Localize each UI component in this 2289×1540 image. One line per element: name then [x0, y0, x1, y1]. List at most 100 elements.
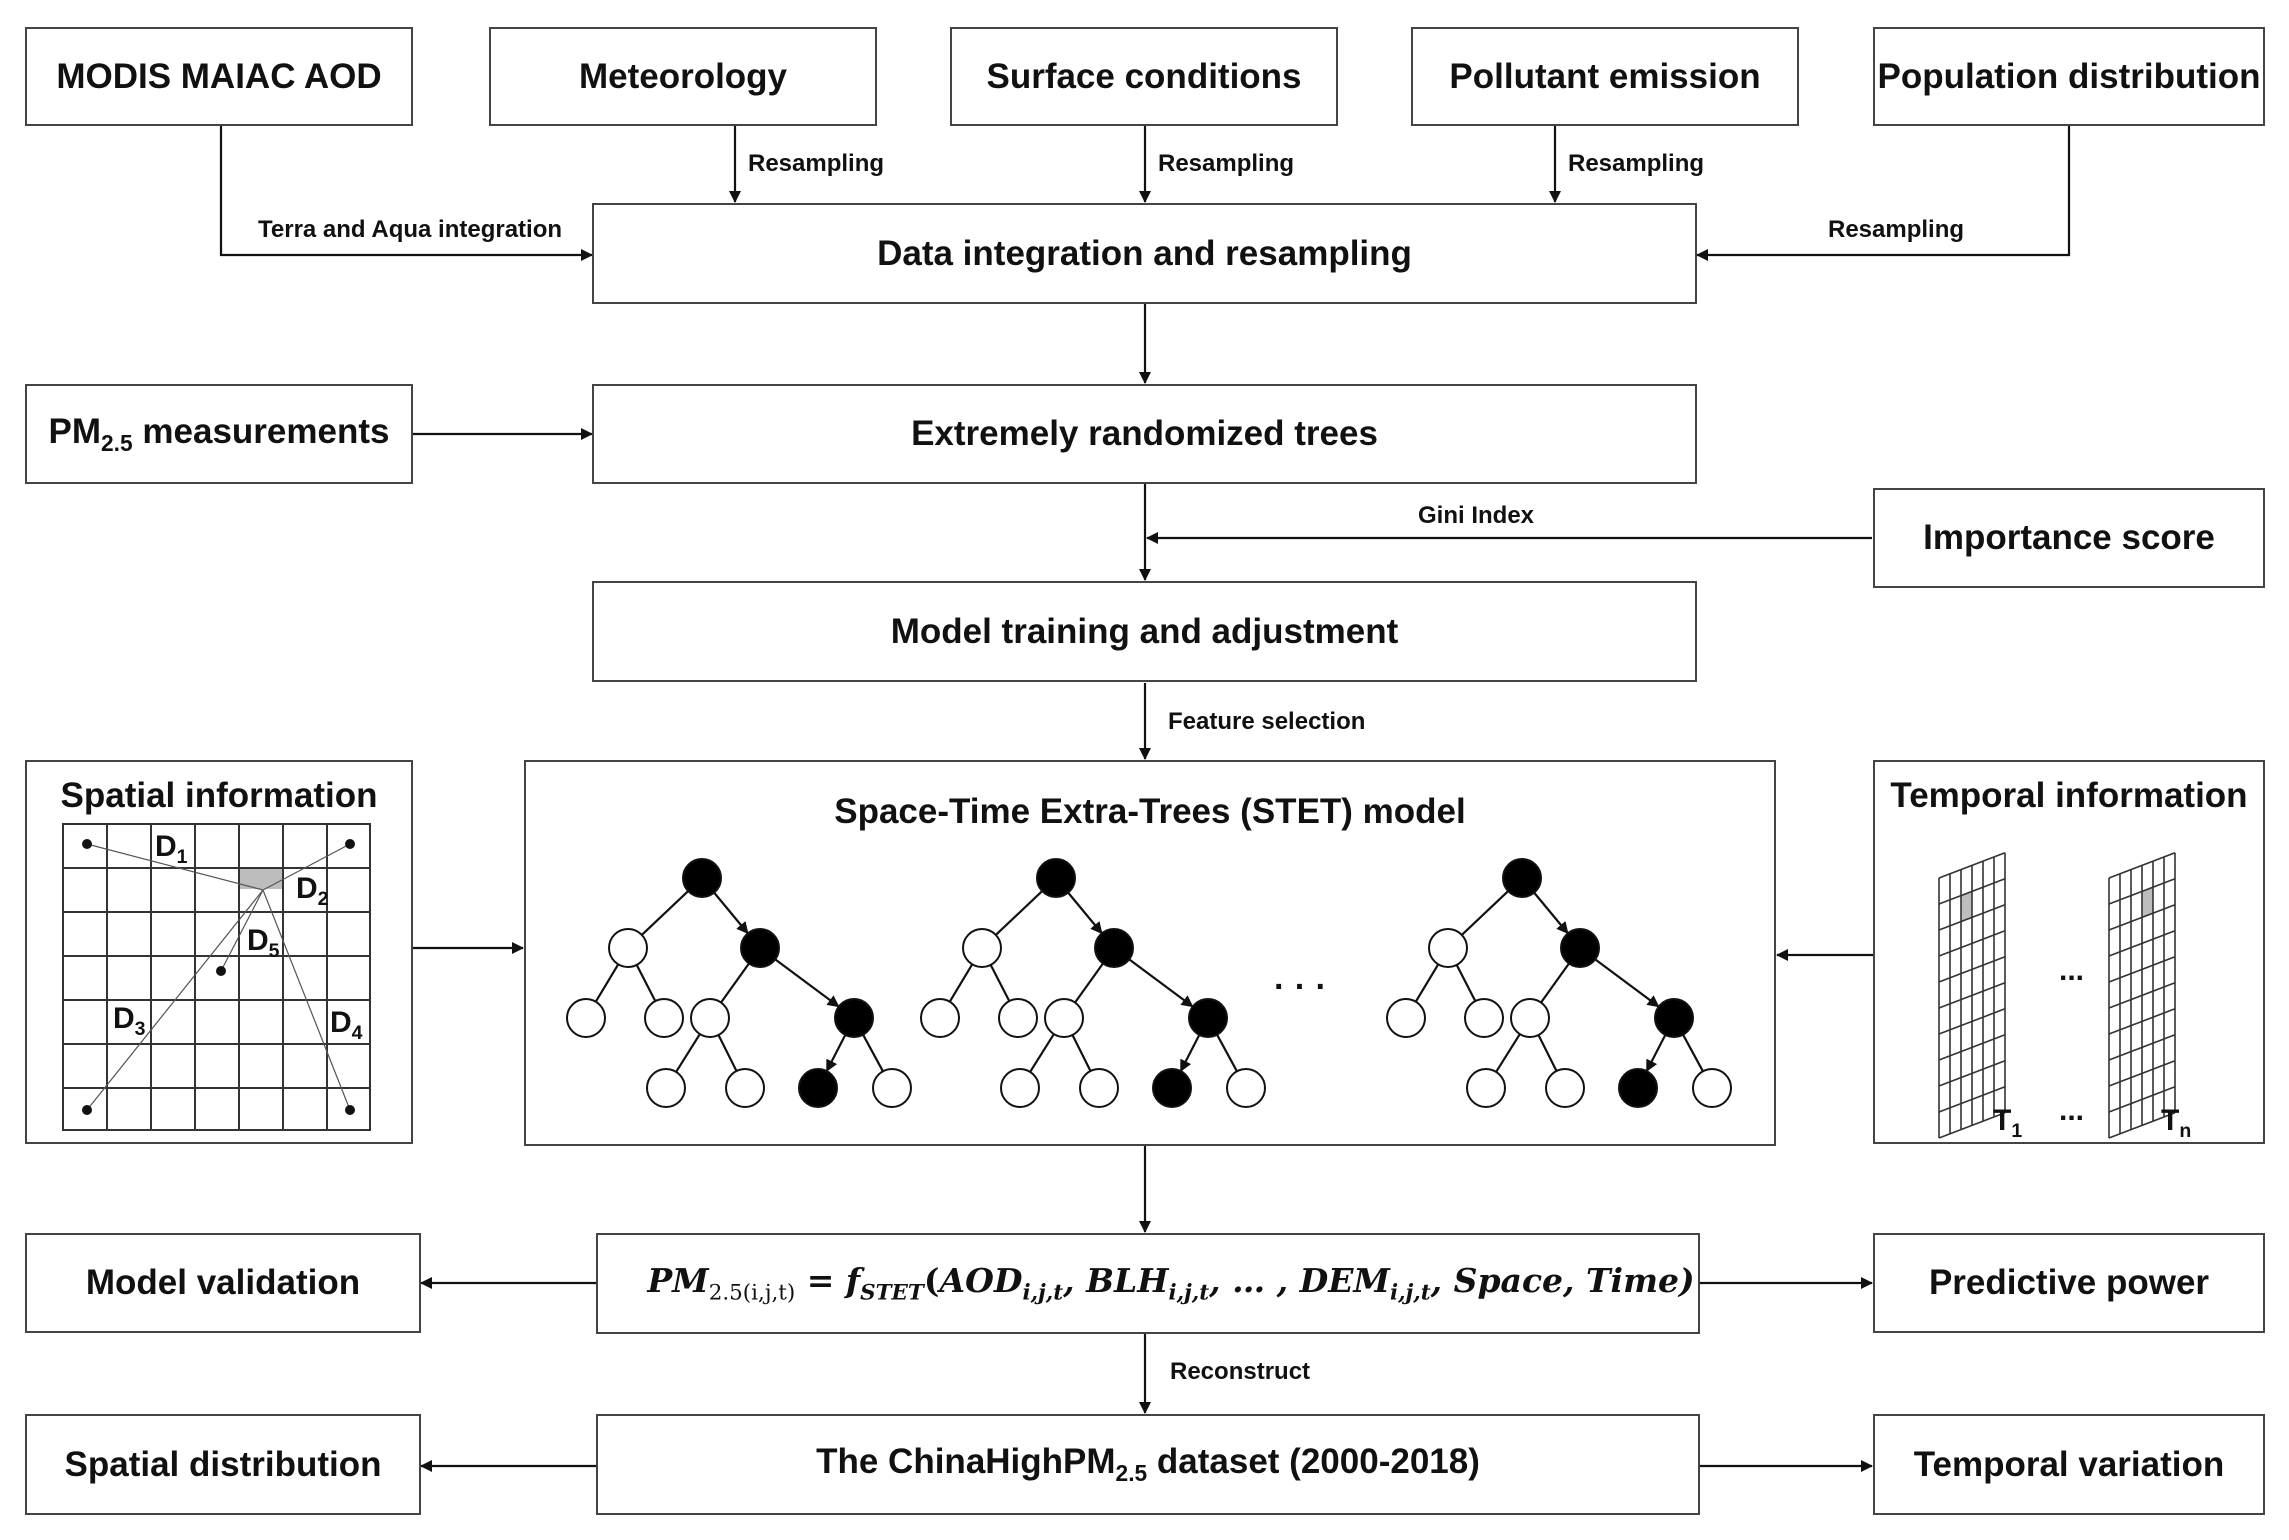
label-tn: Tn	[2161, 1104, 2192, 1142]
tree-node	[1692, 1068, 1732, 1108]
tree-edge	[862, 1034, 884, 1072]
temporal-grids-figure	[1938, 852, 2176, 1139]
tree-node	[1464, 998, 1504, 1038]
tree-edge	[675, 1033, 701, 1073]
tree-node	[725, 1068, 765, 1108]
tree-edge	[1029, 1033, 1055, 1073]
tree-edge	[1128, 958, 1194, 1008]
tree-node-selected	[1036, 858, 1076, 898]
tree-edge	[774, 958, 840, 1008]
temporal-grid-line	[1938, 904, 2006, 931]
tree-node-selected	[798, 1068, 838, 1108]
spatial-distribution-box: Spatial distribution	[25, 1414, 421, 1515]
pm25-measurements-box: PM2.5 measurements	[25, 384, 413, 484]
label-d2: D2	[296, 872, 329, 910]
spatial-information-panel: Spatial information D1 D2 D5 D3 D4	[25, 760, 413, 1144]
temporal-variation-box: Temporal variation	[1873, 1414, 2265, 1515]
label-resampling-meteorology: Resampling	[748, 150, 885, 177]
tree-node	[872, 1068, 912, 1108]
tree-edge	[1540, 962, 1570, 1004]
temporal-grid-line	[1938, 1008, 2006, 1035]
temporal-grid-line	[1938, 1034, 2006, 1061]
temporal-grid-line	[2108, 1112, 2176, 1139]
tree-edge	[641, 890, 689, 936]
temporal-grid-line	[1938, 956, 2006, 983]
tree-edge	[717, 1034, 738, 1072]
temporal-grid-line	[2108, 1060, 2176, 1087]
temporal-grid-line	[2108, 956, 2176, 983]
tree-edge	[1216, 1034, 1238, 1072]
stet-model-panel: Space-Time Extra-Trees (STET) model · · …	[524, 760, 1776, 1146]
label-resampling-surface: Resampling	[1158, 150, 1295, 177]
label-d3: D3	[113, 1002, 146, 1040]
tree-edge	[1067, 891, 1103, 935]
temporal-grid-line	[1938, 852, 2006, 879]
spatial-grid-figure	[62, 823, 371, 1131]
tree-edge	[825, 1034, 847, 1072]
tree-node-selected	[1152, 1068, 1192, 1108]
temporal-grid-line	[2108, 852, 2176, 879]
model-validation-box: Model validation	[25, 1233, 421, 1333]
temporal-grid-line	[2108, 1008, 2176, 1035]
modis-aod-box: MODIS MAIAC AOD	[25, 27, 413, 126]
tree-edge	[948, 963, 974, 1003]
temporal-grid-line	[2108, 1086, 2176, 1113]
temporal-grid-line	[1938, 930, 2006, 957]
tree-node	[1428, 928, 1468, 968]
tree-node-selected	[1094, 928, 1134, 968]
pollutant-emission-box: Pollutant emission	[1411, 27, 1799, 126]
label-d5: D5	[247, 924, 280, 962]
tree-node	[1545, 1068, 1585, 1108]
stet-trees-ellipsis: · · ·	[1274, 968, 1327, 1006]
label-feature-selection: Feature selection	[1168, 708, 1366, 735]
tree-node-selected	[1560, 928, 1600, 968]
population-distribution-box: Population distribution	[1873, 27, 2265, 126]
temporal-grid-line	[2108, 1034, 2176, 1061]
label-d1: D1	[155, 830, 188, 868]
tree-edge	[1645, 1034, 1667, 1072]
temporal-grid-line	[1938, 878, 2006, 905]
temporal-highlight-cell	[2142, 887, 2153, 918]
tree-edge	[995, 890, 1043, 936]
tree-edge	[1071, 1034, 1092, 1072]
tree-edge	[1495, 1033, 1521, 1073]
temporal-grid-line	[1938, 1112, 2006, 1139]
stet-model-title: Space-Time Extra-Trees (STET) model	[834, 792, 1466, 831]
tree-edge	[1179, 1034, 1201, 1072]
tree-edge	[1414, 963, 1440, 1003]
temporal-highlight-cell	[1961, 891, 1972, 922]
tree-node	[1466, 1068, 1506, 1108]
tree-edge	[1074, 962, 1104, 1004]
label-resampling-pollutant: Resampling	[1568, 150, 1705, 177]
tree-node	[566, 998, 606, 1038]
label-d4: D4	[330, 1006, 363, 1044]
tree-node-selected	[1502, 858, 1542, 898]
tree-edge	[1533, 891, 1569, 935]
tree-node	[1079, 1068, 1119, 1108]
importance-score-box: Importance score	[1873, 488, 2265, 588]
tree-node	[644, 998, 684, 1038]
tree-node	[1000, 1068, 1040, 1108]
tree-node	[1510, 998, 1550, 1038]
tree-node	[1386, 998, 1426, 1038]
temporal-information-title: Temporal information	[1890, 776, 2248, 815]
tree-edge	[635, 964, 657, 1002]
tree-node	[646, 1068, 686, 1108]
temporal-dots-middle: ...	[2059, 954, 2085, 987]
surface-conditions-box: Surface conditions	[950, 27, 1338, 126]
tree-node	[998, 998, 1038, 1038]
tree-edge	[1594, 958, 1660, 1008]
tree-node	[608, 928, 648, 968]
tree-node-selected	[834, 998, 874, 1038]
meteorology-box: Meteorology	[489, 27, 877, 126]
tree-node	[920, 998, 960, 1038]
stet-formula-box: PM2.5(i,j,t) = fSTET(AODi,j,t, BLHi,j,t,…	[596, 1233, 1700, 1334]
label-reconstruct: Reconstruct	[1170, 1358, 1311, 1385]
tree-node-selected	[740, 928, 780, 968]
tree-edge	[713, 891, 749, 935]
temporal-grid-line	[2108, 930, 2176, 957]
tree-node	[1226, 1068, 1266, 1108]
tree-node-selected	[682, 858, 722, 898]
extremely-randomized-trees-box: Extremely randomized trees	[592, 384, 1697, 484]
tree-node	[962, 928, 1002, 968]
